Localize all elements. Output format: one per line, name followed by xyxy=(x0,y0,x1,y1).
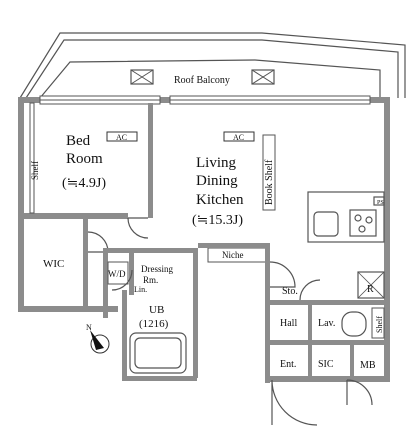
ac-unit-bedroom xyxy=(106,131,138,142)
ldk-label-dining: Dining xyxy=(196,173,238,189)
bed-room-label-line1: Bed xyxy=(66,133,91,149)
roof-balcony-rail xyxy=(19,32,406,99)
compass-label: N xyxy=(86,323,92,332)
mb-label: MB xyxy=(360,360,376,371)
compass-icon xyxy=(90,330,110,354)
lavatory-basin xyxy=(341,311,367,337)
balcony-vent-1 xyxy=(130,69,154,85)
sic-label: SIC xyxy=(318,359,334,370)
bed-room-size: (≒4.9J) xyxy=(62,176,106,191)
refrigerator-label: R xyxy=(367,284,374,295)
sink-icon xyxy=(313,211,339,237)
dressing-rm-label-line2: Rm. xyxy=(143,275,158,285)
wd-label: W/D xyxy=(108,269,126,279)
shelf-right-label: Shelf xyxy=(375,316,384,333)
ldk-walls xyxy=(198,243,388,383)
ps-label: PS xyxy=(377,200,384,206)
ac-unit-ldk xyxy=(223,131,255,142)
ub-label: UB xyxy=(149,304,164,316)
ldk-label-living: Living xyxy=(196,155,236,171)
ac-label-ldk: AC xyxy=(233,133,244,142)
book-shelf xyxy=(262,134,276,211)
dressing-walls xyxy=(103,248,198,378)
bed-room-label-line2: Room xyxy=(66,151,103,167)
entrance-walls xyxy=(270,305,388,426)
bedroom-walls xyxy=(18,102,153,219)
ub-walls xyxy=(122,290,197,381)
kitchen-counter xyxy=(307,191,385,243)
book-shelf-label: Book Shelf xyxy=(264,159,275,205)
ub-size: (1216) xyxy=(139,318,169,330)
lin-label: Lin. xyxy=(134,285,147,294)
hall-label: Hall xyxy=(280,318,297,329)
ldk-label-kitchen: Kitchen xyxy=(196,192,244,208)
refrigerator-icon xyxy=(357,271,385,299)
ldk-size: (≒15.3J) xyxy=(192,213,243,228)
entrance-label: Ent. xyxy=(280,359,296,370)
niche-label: Niche xyxy=(222,250,244,260)
dressing-rm-label-line1: Dressing xyxy=(141,264,173,274)
shelf-left-label: Shelf xyxy=(30,161,40,180)
wic-label: WIC xyxy=(43,258,64,270)
lavatory-label: Lav. xyxy=(318,318,335,329)
balcony-vent-2 xyxy=(251,69,275,85)
stove-icon xyxy=(349,209,377,237)
window-marks xyxy=(39,95,371,105)
storage-label: Sto. xyxy=(282,286,298,297)
bedroom-door xyxy=(127,217,149,239)
ac-label-bedroom: AC xyxy=(116,133,127,142)
roof-balcony-label: Roof Balcony xyxy=(174,75,230,86)
